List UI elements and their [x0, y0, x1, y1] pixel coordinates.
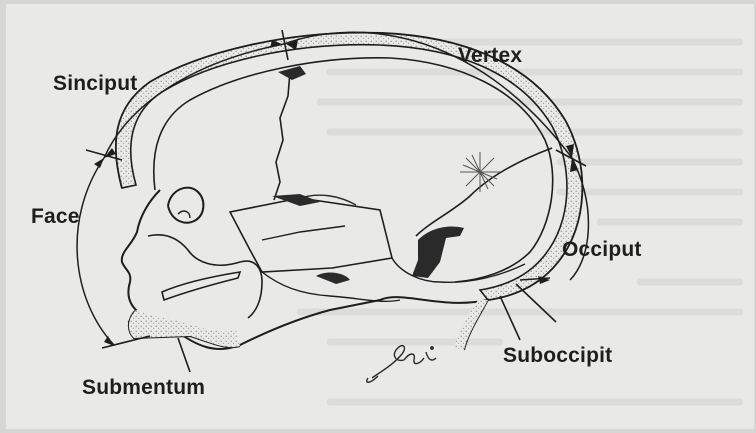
label-suboccipital: Suboccipit: [503, 344, 612, 368]
neck-stipple: [454, 300, 488, 350]
sparkle-mark: [460, 152, 500, 192]
jaw-stipple: [129, 310, 240, 347]
artist-signature: [367, 346, 436, 383]
lambdoid-suture: [416, 148, 552, 236]
orbit-inner: [178, 211, 190, 218]
temporal-line: [262, 226, 345, 240]
occipital-blob: [316, 273, 350, 284]
cranium-inner: [154, 58, 553, 282]
label-face: Face: [31, 205, 80, 229]
label-sinciput: Sinciput: [53, 72, 137, 96]
posterior-fontanelle: [412, 227, 464, 279]
sphenoid-plate: [230, 198, 392, 272]
coronal-suture: [274, 72, 290, 200]
label-occiput: Occiput: [562, 238, 642, 262]
label-submentum: Submentum: [82, 376, 205, 400]
orbit: [168, 188, 203, 223]
maxilla: [148, 235, 240, 265]
label-vertex: Vertex: [458, 44, 522, 68]
mandible: [162, 272, 240, 300]
ramus: [240, 261, 262, 318]
